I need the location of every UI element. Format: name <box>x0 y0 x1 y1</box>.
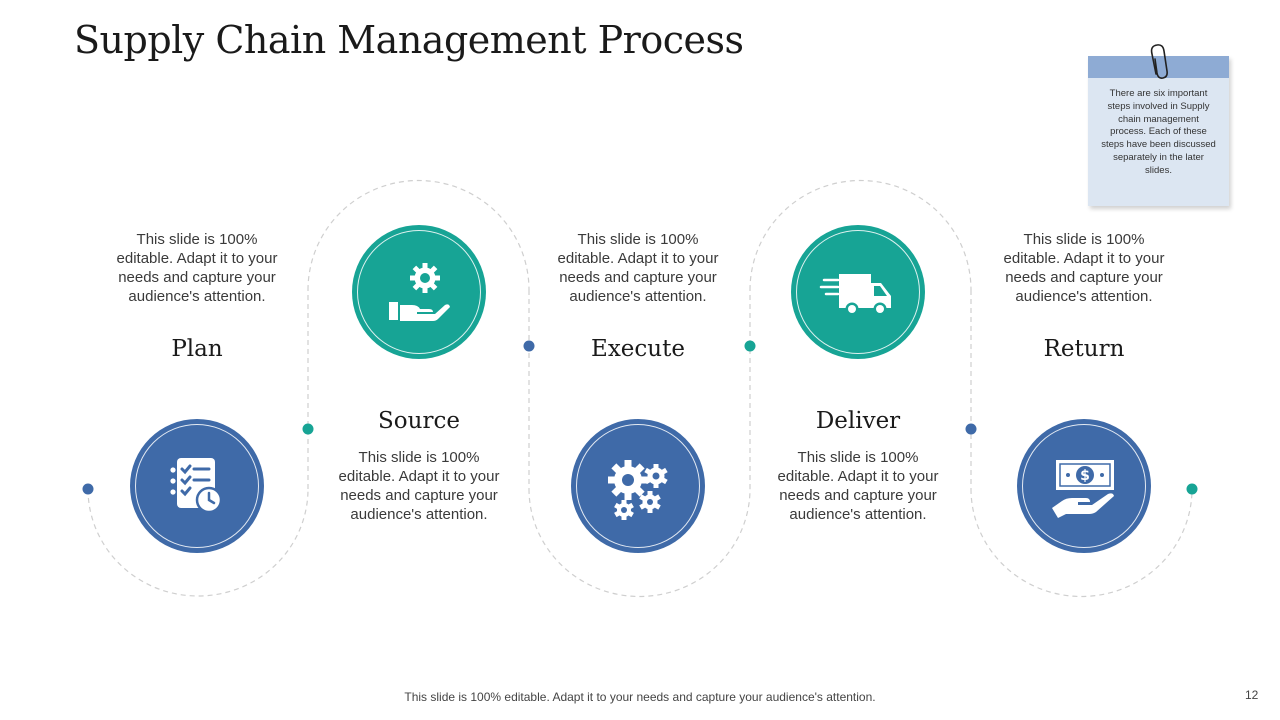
plan-circle <box>130 419 264 553</box>
footer-text: This slide is 100% editable. Adapt it to… <box>404 690 876 704</box>
execute-description: This slide is 100% editable. Adapt it to… <box>557 231 719 305</box>
execute-circle <box>571 419 705 553</box>
return-circle: $ <box>1017 419 1151 553</box>
path-segment <box>970 488 1193 598</box>
connector-dot <box>523 340 535 352</box>
source-circle <box>352 225 486 359</box>
connector-dot <box>1186 483 1198 495</box>
deliver-circle <box>791 225 925 359</box>
path-segment <box>307 179 530 291</box>
connector-dot <box>965 423 977 435</box>
slide-title: Supply Chain Management Process <box>74 18 744 62</box>
hand-gear-icon <box>389 263 450 321</box>
path-segment <box>749 179 972 291</box>
source-description: This slide is 100% editable. Adapt it to… <box>338 449 500 523</box>
deliver-title: Deliver <box>815 408 901 434</box>
connector-dot <box>744 340 756 352</box>
sticky-note-band <box>1088 56 1229 78</box>
return-title: Return <box>1043 336 1125 362</box>
path-segment <box>87 488 309 597</box>
delivery-truck-icon <box>819 274 891 316</box>
paperclip-icon <box>1150 44 1168 79</box>
page-number: 12 <box>1245 688 1259 702</box>
hand-money-icon: $ <box>1052 460 1114 518</box>
connector-dot <box>302 423 314 435</box>
checklist-clock-icon <box>170 458 223 514</box>
plan-title: Plan <box>171 336 223 362</box>
plan-description: This slide is 100% editable. Adapt it to… <box>116 231 278 305</box>
svg-text:$: $ <box>1080 468 1090 484</box>
sticky-note-text: There are six important steps involved i… <box>1101 88 1216 176</box>
source-title: Source <box>378 408 460 434</box>
deliver-description: This slide is 100% editable. Adapt it to… <box>777 449 939 523</box>
connector-dot <box>82 483 94 495</box>
return-description: This slide is 100% editable. Adapt it to… <box>1003 231 1165 305</box>
sticky-note: There are six important steps involved i… <box>1088 56 1229 206</box>
gears-icon <box>608 460 668 520</box>
execute-title: Execute <box>591 336 685 362</box>
path-segment <box>528 488 751 598</box>
